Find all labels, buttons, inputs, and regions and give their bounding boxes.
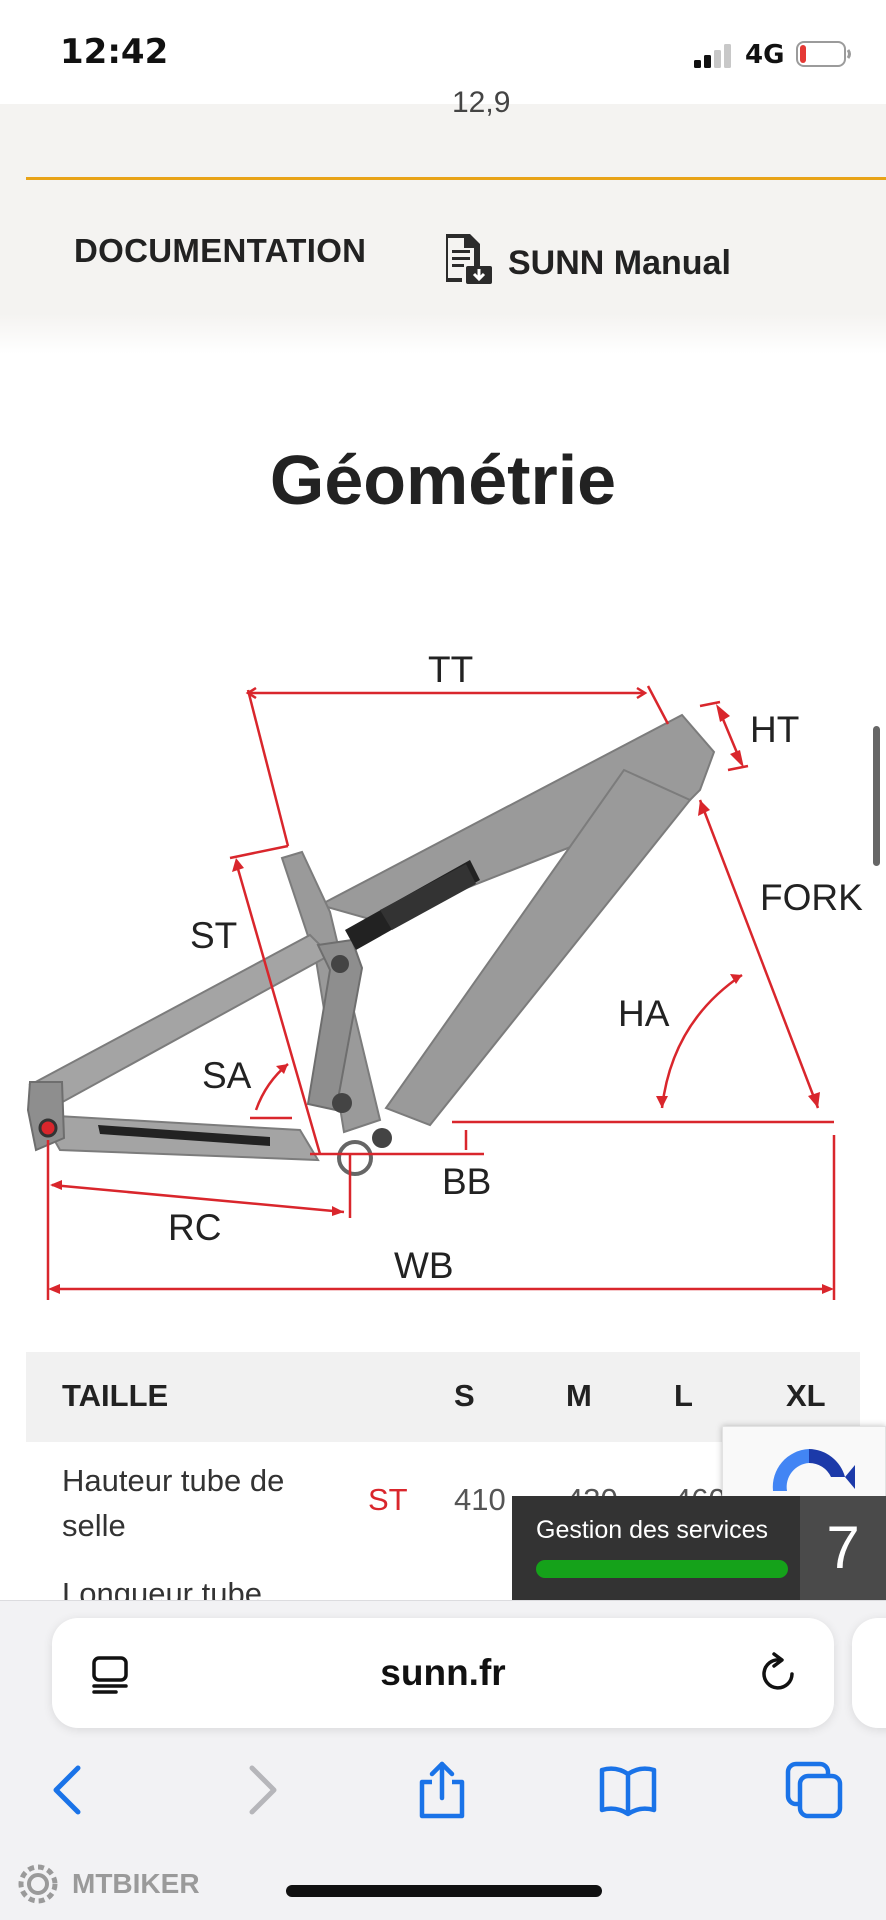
label-sa: SA: [202, 1055, 252, 1096]
section-divider: [26, 177, 886, 180]
battery-icon: [796, 41, 851, 67]
address-bar[interactable]: sunn.fr: [52, 1618, 834, 1728]
share-icon[interactable]: [412, 1760, 472, 1820]
row-label-seat-tube: Hauteur tube de selle: [62, 1463, 285, 1543]
label-ht: HT: [750, 709, 799, 750]
toast-progress-bar: [536, 1560, 788, 1578]
forward-icon[interactable]: [230, 1760, 290, 1820]
home-indicator[interactable]: [286, 1885, 602, 1897]
row-abbr-st: ST: [368, 1482, 408, 1517]
back-icon[interactable]: [40, 1760, 100, 1820]
toast-text: Gestion des services: [536, 1516, 769, 1544]
value-s: 410: [454, 1482, 506, 1517]
geometry-table-header: [26, 1352, 860, 1442]
partial-spec-value: 12,9: [452, 86, 511, 119]
status-time: 12:42: [60, 32, 169, 72]
geometry-title: Géométrie: [269, 441, 617, 519]
label-st: ST: [190, 915, 237, 956]
dimension-lines: [46, 685, 836, 1300]
header-size: TAILLE: [62, 1378, 169, 1413]
label-fork: FORK: [760, 877, 863, 918]
network-type: 4G: [745, 40, 785, 70]
reload-icon[interactable]: [758, 1652, 800, 1694]
url-text[interactable]: sunn.fr: [380, 1652, 506, 1693]
section-fade: [0, 314, 886, 354]
label-rc: RC: [168, 1207, 221, 1248]
bike-frame-illustration: [26, 713, 716, 1176]
cellular-signal-icon: [694, 44, 731, 68]
watermark-text: MTBIKER: [72, 1868, 200, 1899]
manual-download-icon[interactable]: [442, 232, 496, 286]
documentation-section: [0, 104, 886, 334]
header-m: M: [566, 1378, 592, 1413]
label-ha: HA: [618, 993, 670, 1034]
mtbiker-watermark: MTBIKER: [12, 1862, 222, 1906]
sunn-manual-link[interactable]: SUNN Manual: [508, 244, 731, 282]
header-xl: XL: [786, 1378, 826, 1413]
header-l: L: [674, 1378, 693, 1413]
scrollbar[interactable]: [873, 726, 880, 866]
toast-count[interactable]: 7: [800, 1496, 886, 1600]
cookie-services-toast[interactable]: Gestion des services 7: [512, 1496, 886, 1600]
bookmarks-icon[interactable]: [598, 1760, 658, 1820]
gear-logo-icon: [18, 1864, 58, 1904]
header-s: S: [454, 1378, 475, 1413]
reader-menu-icon[interactable]: [90, 1654, 130, 1694]
label-wb: WB: [394, 1245, 454, 1286]
tabs-icon[interactable]: [784, 1760, 844, 1820]
frame-geometry-diagram: TT HT ST FORK HA SA BB RC WB: [26, 649, 863, 1300]
documentation-label: DOCUMENTATION: [74, 232, 367, 269]
dimension-arrowheads: [48, 704, 834, 1294]
label-tt: TT: [428, 649, 473, 690]
next-tab-preview[interactable]: [852, 1618, 886, 1728]
label-bb: BB: [442, 1161, 491, 1202]
status-bar: 12:42 4G: [0, 0, 886, 104]
